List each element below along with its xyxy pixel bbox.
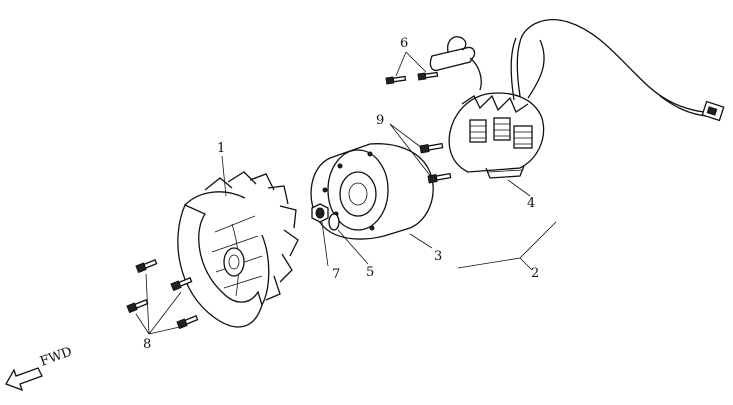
flywheel-rotor (310, 143, 434, 240)
callout-7: 7 (332, 267, 340, 282)
callout-9: 9 (376, 113, 384, 128)
callout-2: 2 (531, 266, 539, 281)
wire-harness (510, 19, 707, 117)
flywheel-nut (311, 203, 329, 223)
pickup-screws (385, 71, 439, 85)
washer (328, 213, 340, 231)
callout-8: 8 (143, 337, 151, 352)
cooling-fan (177, 171, 299, 328)
callout-5: 5 (366, 265, 374, 280)
callout-1: 1 (217, 141, 225, 156)
leader-lines (135, 51, 557, 335)
stator-screws (419, 142, 452, 184)
callout-4: 4 (527, 196, 535, 211)
callout-6: 6 (400, 36, 408, 51)
fan-bolts (126, 259, 199, 330)
stator-coil (448, 92, 545, 179)
forward-arrow-icon (5, 367, 43, 392)
harness-connector (701, 100, 725, 122)
forward-direction-indicator: FWD (5, 344, 74, 392)
callout-labels: 1 2 3 4 5 6 7 8 9 (143, 36, 539, 352)
pulser-coil (429, 36, 482, 91)
direction-label: FWD (38, 344, 74, 369)
callout-3: 3 (434, 249, 442, 264)
